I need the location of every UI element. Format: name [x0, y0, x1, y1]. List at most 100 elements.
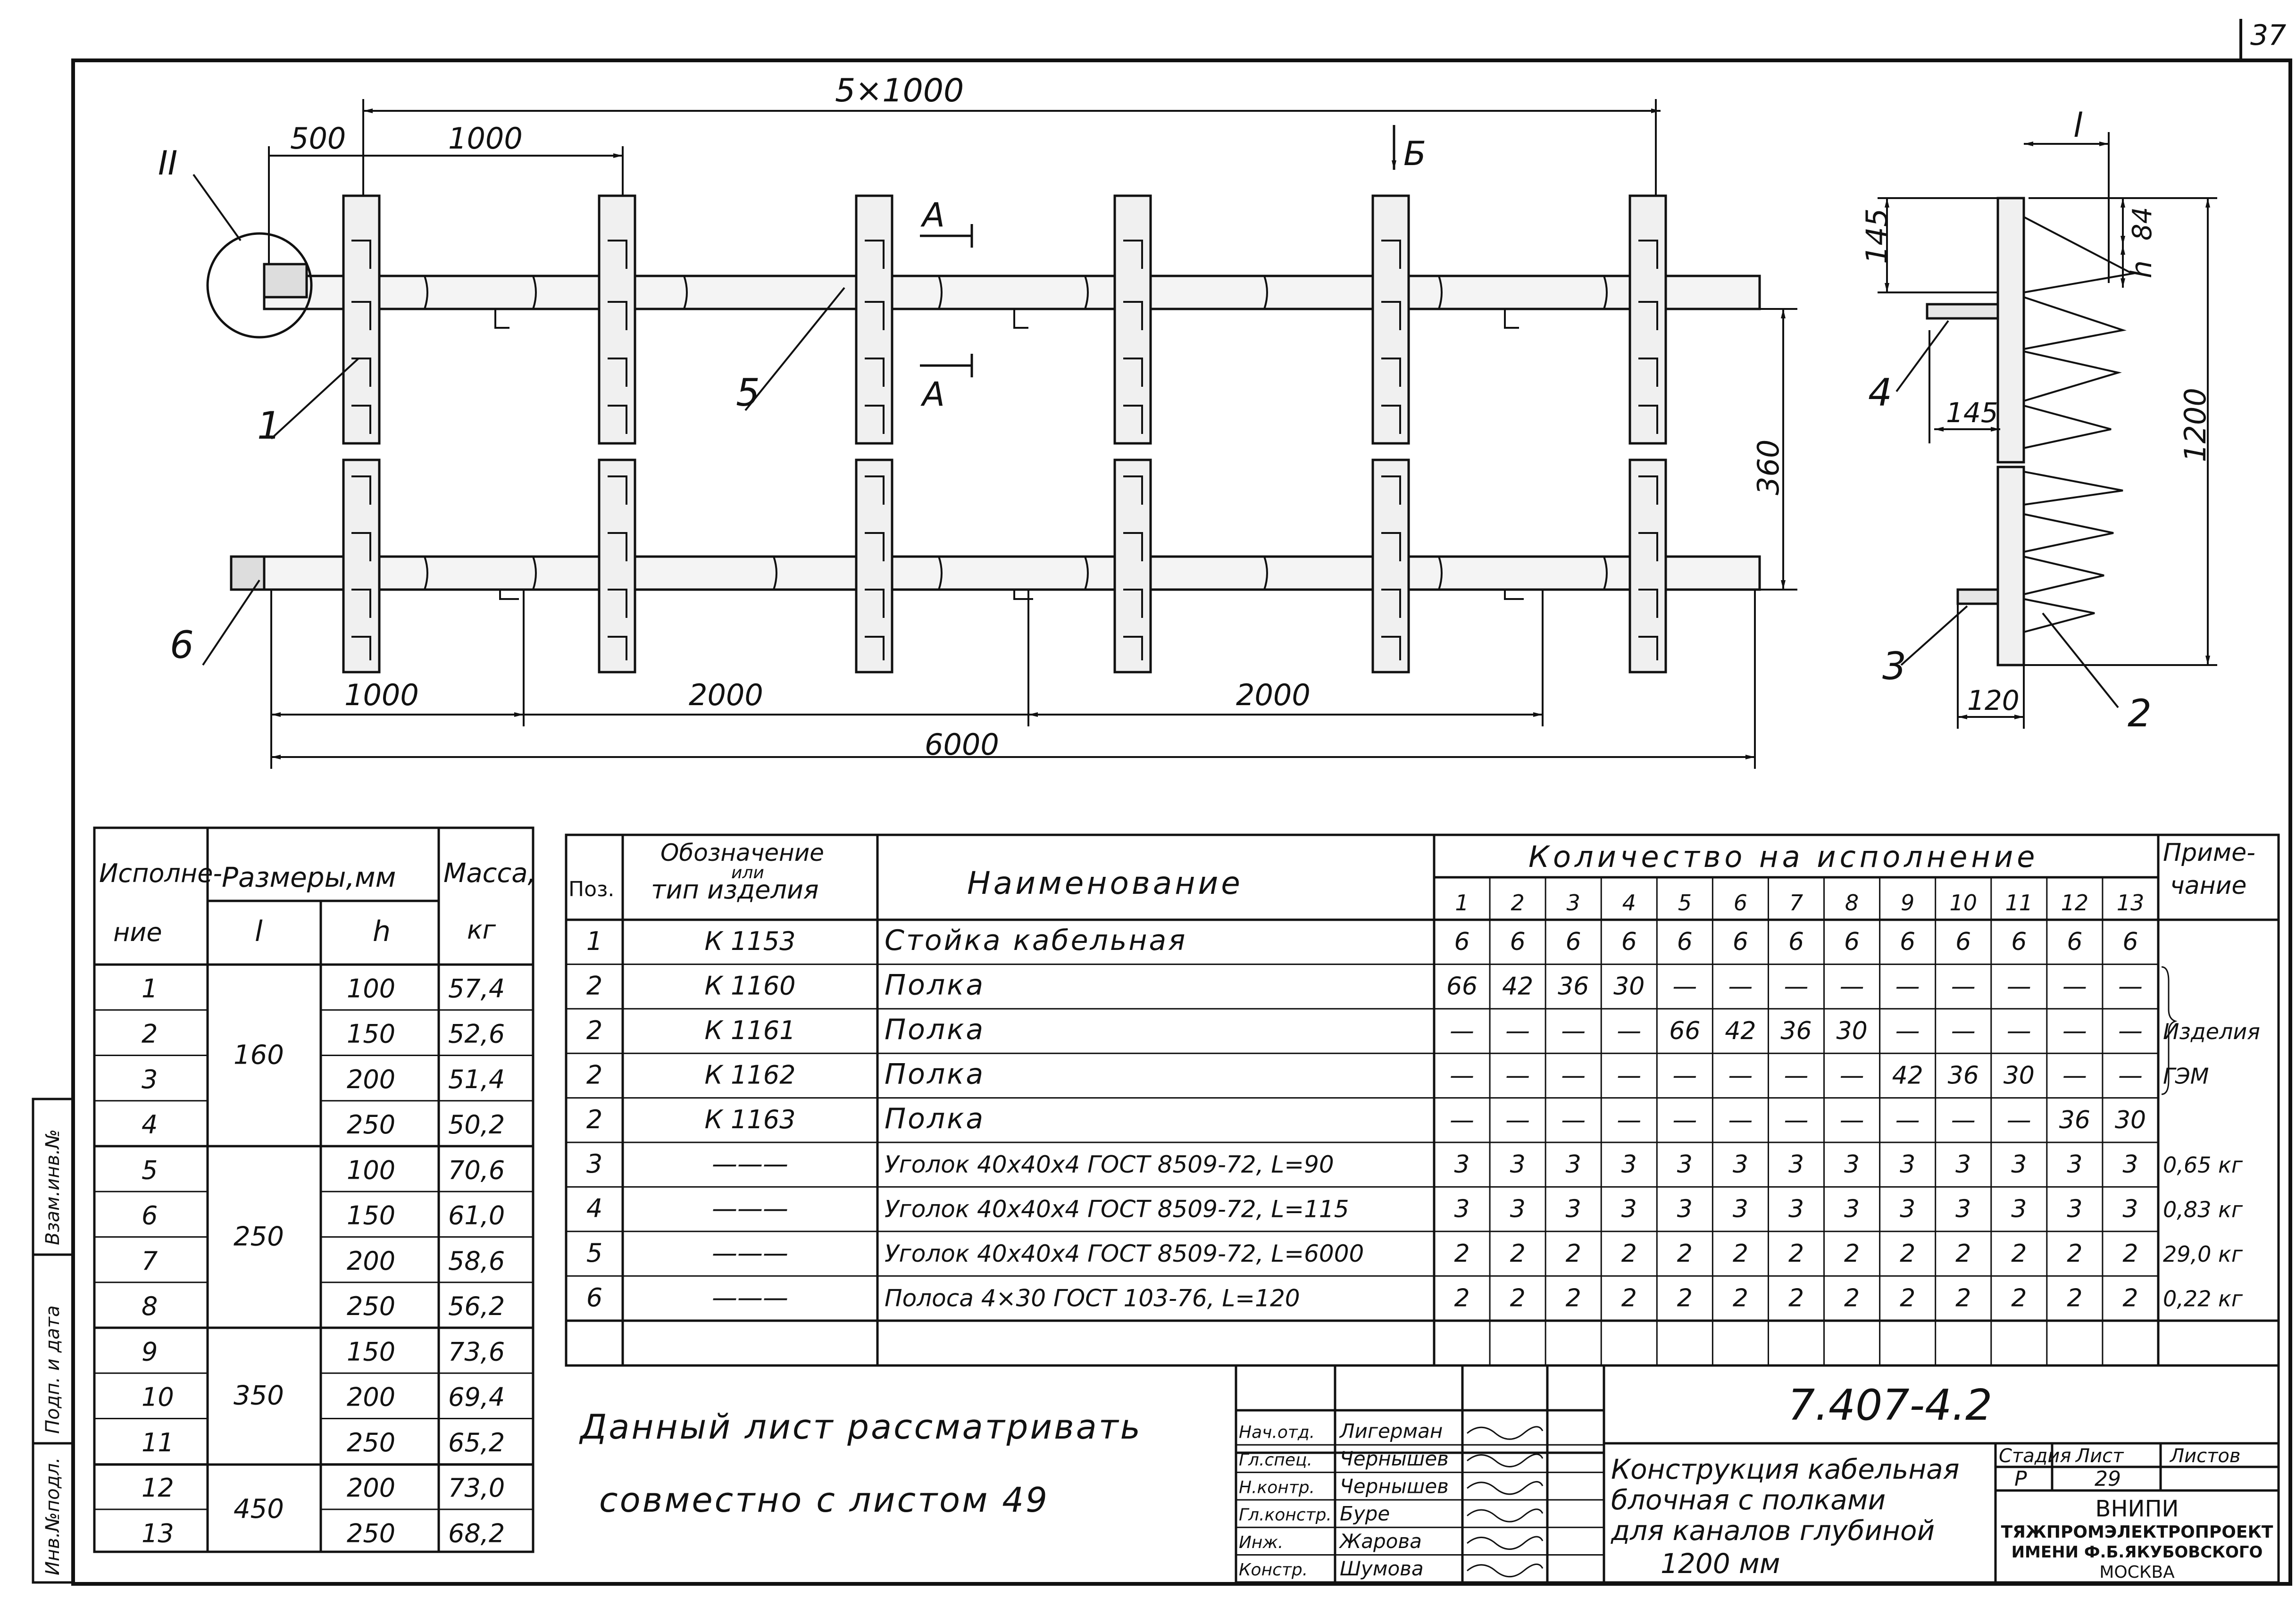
callout-pos1: 1 [257, 404, 281, 448]
spec-row-qty: — [1784, 1106, 1809, 1134]
size-row-h: 150 [347, 1019, 395, 1049]
section-a-top: А [920, 196, 945, 234]
spec-row-note: 0,83 кг [2163, 1197, 2243, 1223]
org-line-1: ВНИПИ [2096, 1496, 2179, 1522]
size-row-version: 3 [142, 1065, 158, 1094]
size-row-version: 11 [142, 1428, 174, 1457]
size-row-mass: 50,2 [448, 1110, 505, 1140]
spec-row-qty: 36 [2059, 1106, 2090, 1134]
spec-row-qty: 2 [1733, 1240, 1748, 1268]
spec-row-qty: — [1728, 1106, 1753, 1134]
spec-hdr-note1: Приме- [2163, 839, 2255, 867]
signature-name: Буре [1340, 1502, 1390, 1525]
spec-row-qty: — [1840, 1106, 1864, 1134]
spec-row-note: 29,0 кг [2163, 1241, 2243, 1267]
margin-label-replace: Взам.инв.№ [42, 1129, 64, 1245]
signature-name: Чернышев [1340, 1447, 1449, 1470]
title-line-1: Конструкция кабельная [1611, 1453, 1960, 1485]
title-block: Нач.отд.ЛигерманГл.спец.ЧернышевН.контр.… [1235, 1364, 2280, 1584]
spec-row-qty: 30 [2004, 1061, 2035, 1090]
spec-row-qty: — [1784, 973, 1809, 1001]
title-line-4: 1200 мм [1661, 1548, 1780, 1580]
spec-version-header: 5 [1678, 890, 1692, 916]
spec-row-qty: 3 [2011, 1150, 2027, 1179]
spec-row-qty: — [2118, 973, 2143, 1001]
spec-row-qty: 2 [1955, 1240, 1971, 1268]
side-dim-l: l [2073, 106, 2083, 145]
spec-row-qty: 3 [2067, 1195, 2082, 1224]
spec-row-qty: 3 [1955, 1150, 1971, 1179]
spec-row-qty: 36 [1780, 1017, 1812, 1045]
spec-row-qty: 3 [2067, 1150, 2082, 1179]
spec-row-qty: 42 [1892, 1061, 1923, 1090]
sheet-frame [71, 58, 2292, 1586]
size-row-version: 4 [142, 1110, 158, 1140]
size-row-h: 250 [347, 1518, 395, 1548]
signature-role: Констр. [1239, 1560, 1308, 1580]
spec-hdr-des2: тип изделия [651, 875, 818, 905]
signature-name: Жарова [1338, 1530, 1422, 1553]
spec-row-pos: 6 [586, 1282, 602, 1312]
size-row-h: 200 [347, 1382, 395, 1412]
spec-row-qty: 3 [1733, 1195, 1748, 1224]
spec-version-header: 4 [1622, 890, 1636, 916]
spec-row-qty: 2 [1566, 1240, 1581, 1268]
spec-version-header: 9 [1901, 890, 1914, 916]
view-b: Б [1403, 134, 1426, 173]
size-row-mass: 73,6 [448, 1337, 505, 1366]
spec-version-header: 13 [2117, 890, 2145, 916]
spec-row-qty: 30 [2115, 1106, 2146, 1134]
size-row-mass: 61,0 [448, 1201, 505, 1231]
spec-version-header: 11 [2005, 890, 2033, 916]
signature-scribble [1467, 1536, 1544, 1550]
size-row-mass: 70,6 [448, 1155, 505, 1185]
signature-name: Шумова [1340, 1557, 1424, 1580]
spec-row-qty: 6 [1510, 928, 1526, 956]
spec-row-qty: 3 [1566, 1195, 1581, 1224]
size-row-version: 5 [142, 1155, 158, 1185]
spec-row-pos: 2 [586, 1060, 602, 1090]
spec-row-qty: — [2062, 1061, 2087, 1090]
size-row-mass: 51,4 [448, 1065, 505, 1094]
spec-row-qty: — [1895, 1106, 1920, 1134]
spec-row-qty: 3 [1733, 1150, 1748, 1179]
spec-row-name: Полоса 4×30 ГОСТ 103-76, L=120 [885, 1284, 1300, 1312]
signature-scribble [1467, 1481, 1544, 1495]
spec-row-qty: 36 [1948, 1061, 1979, 1090]
side-dim-h: h [2125, 260, 2158, 278]
spec-row-qty: — [2007, 1017, 2031, 1045]
spec-row-qty: — [1672, 973, 1697, 1001]
spec-row-name: Уголок 40х40х4 ГОСТ 8509-72, L=6000 [885, 1240, 1364, 1267]
dim-bottom-2000b: 2000 [1236, 678, 1311, 712]
spec-row-qty: — [1561, 1017, 1586, 1045]
spec-row-designation: ——— [712, 1194, 788, 1224]
plan-drawing [192, 99, 1797, 769]
section-a-bottom: А [920, 375, 945, 414]
spec-row-name: Уголок 40х40х4 ГОСТ 8509-72, L=90 [885, 1151, 1334, 1178]
note-brace [2161, 966, 2178, 1095]
spec-row-qty: 3 [1566, 1150, 1581, 1179]
org-line-2: ТЯЖПРОМЭЛЕКТРОПРОЕКТ [2001, 1523, 2273, 1542]
spec-version-header: 12 [2061, 890, 2089, 916]
spec-row-designation: ——— [712, 1149, 788, 1179]
spec-hdr-note2: чание [2170, 872, 2246, 900]
spec-row-qty: 3 [1621, 1195, 1637, 1224]
spec-row-qty: — [1840, 973, 1864, 1001]
spec-row-qty: — [1617, 1061, 1641, 1090]
sheet-label: Лист [2075, 1445, 2124, 1467]
spec-hdr-name: Наименование [967, 865, 1243, 901]
spec-row-qty: — [1895, 973, 1920, 1001]
side-dim-145-horiz: 145 [1946, 397, 1998, 429]
size-row-h: 100 [347, 974, 395, 1003]
spec-row-qty: — [1895, 1017, 1920, 1045]
title-line-2: блочная с полками [1611, 1484, 1886, 1516]
spec-row-qty: 3 [1510, 1195, 1526, 1224]
size-row-h: 150 [347, 1201, 395, 1231]
spec-row-qty: 6 [2122, 928, 2138, 956]
spec-hdr-pos: Поз. [568, 877, 614, 901]
spec-row-qty: — [1617, 1017, 1641, 1045]
spec-row-note: 0,22 кг [2163, 1286, 2243, 1311]
spec-row-qty: 3 [1510, 1150, 1526, 1179]
stands [342, 194, 1667, 674]
spec-table: Поз. Обозначение или тип изделия Наимено… [565, 833, 2280, 1367]
